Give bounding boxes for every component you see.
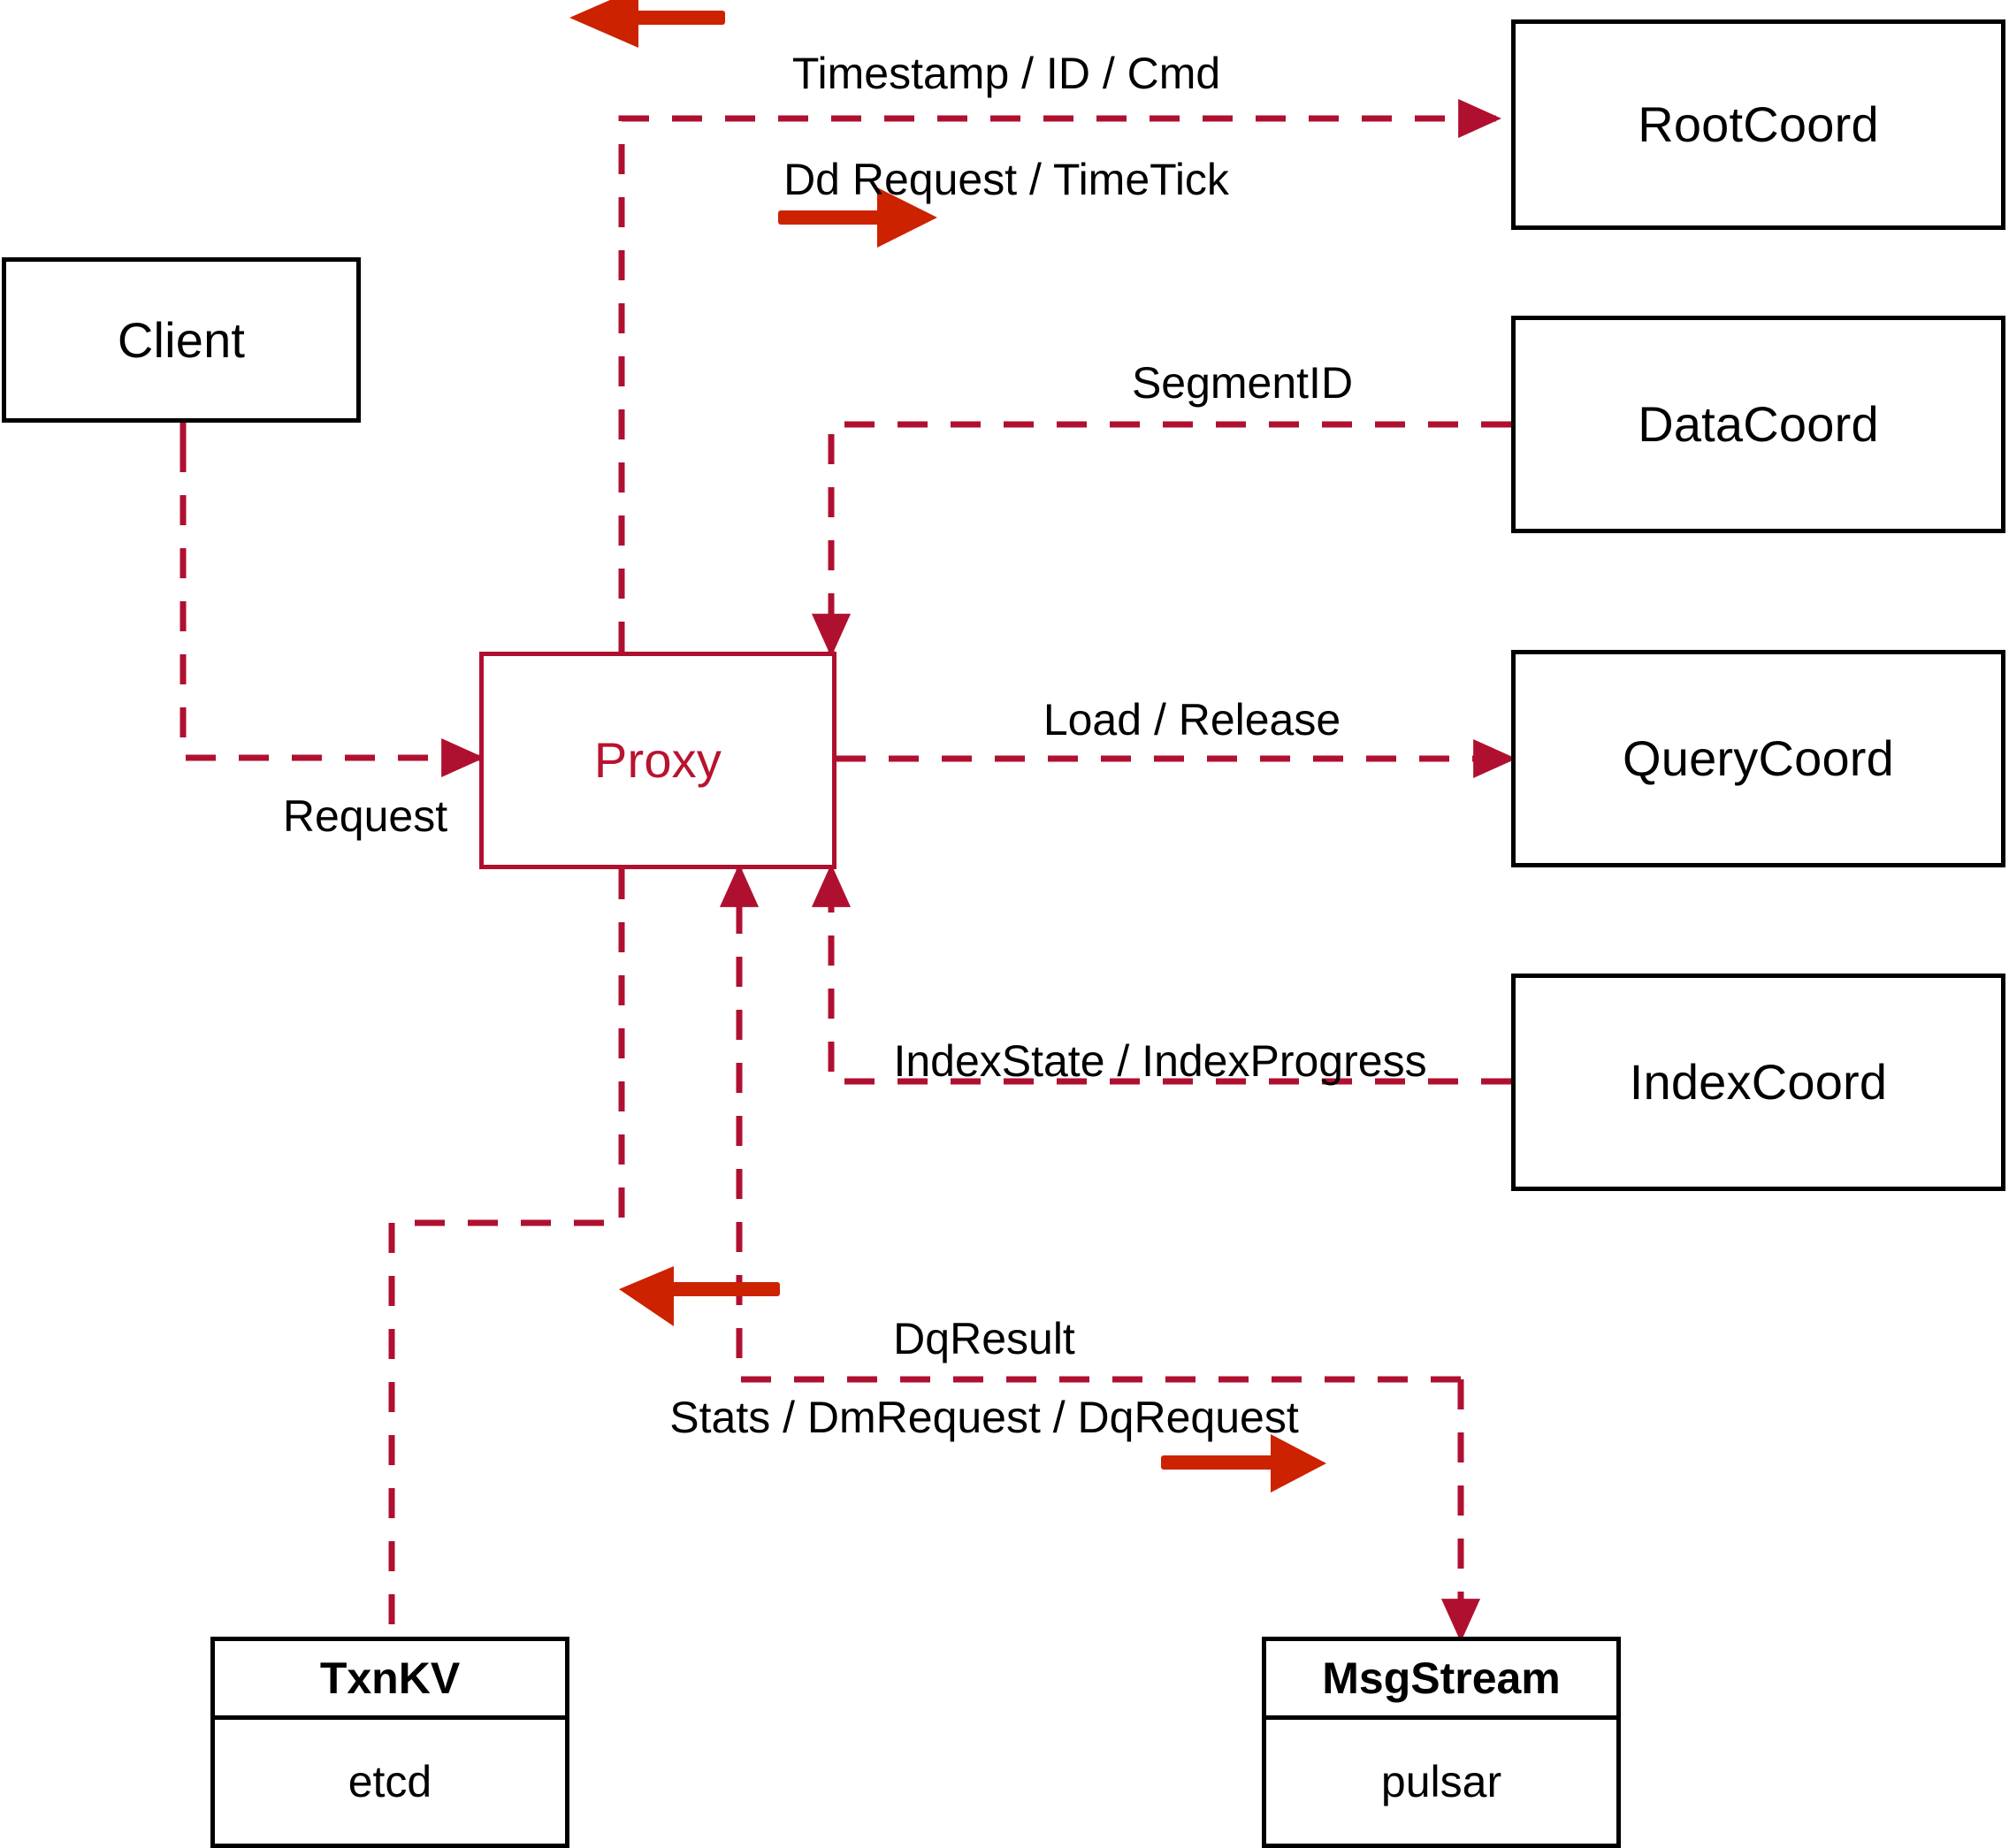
node-querycoord-label: QueryCoord	[1622, 730, 1895, 787]
node-client-label: Client	[117, 311, 246, 368]
node-querycoord[interactable]: QueryCoord	[1511, 650, 2005, 867]
edge-label-load-release: Load / Release	[1043, 695, 1341, 745]
edge-label-segment-id: SegmentID	[1131, 358, 1354, 408]
node-datacoord[interactable]: DataCoord	[1511, 316, 2005, 533]
node-txnkv[interactable]: TxnKV etcd	[210, 1637, 569, 1848]
node-txnkv-impl-label: etcd	[348, 1757, 432, 1806]
node-msgstream-title: MsgStream	[1266, 1641, 1616, 1720]
edge-client-to-proxy	[180, 442, 485, 778]
node-client[interactable]: Client	[2, 257, 361, 423]
node-msgstream-impl-label: pulsar	[1380, 1757, 1502, 1806]
direction-arrow-timestamp-left	[569, 0, 725, 48]
edge-label-timestamp-id-cmd: Timestamp / ID / Cmd	[791, 49, 1221, 98]
edge-label-stats-dm-dq-request: Stats / DmRequest / DqRequest	[669, 1393, 1299, 1442]
node-msgstream-impl: pulsar	[1266, 1720, 1616, 1844]
node-proxy-label: Proxy	[593, 732, 722, 789]
node-msgstream-title-label: MsgStream	[1322, 1653, 1561, 1703]
direction-arrow-stats-right	[1161, 1434, 1326, 1493]
edge-label-dd-request-timetick: Dd Request / TimeTick	[783, 155, 1229, 204]
node-rootcoord[interactable]: RootCoord	[1511, 19, 2005, 230]
node-indexcoord[interactable]: IndexCoord	[1511, 974, 2005, 1191]
edge-proxy-to-txnkv	[388, 869, 625, 1637]
node-txnkv-title-label: TxnKV	[319, 1653, 461, 1703]
edge-label-request: Request	[282, 791, 448, 841]
edge-proxy-msgstream-return	[719, 863, 1461, 1383]
node-datacoord-label: DataCoord	[1638, 396, 1879, 453]
node-txnkv-title: TxnKV	[215, 1641, 565, 1720]
node-rootcoord-label: RootCoord	[1638, 96, 1879, 153]
node-proxy[interactable]: Proxy	[479, 652, 836, 869]
edge-label-index-state-progress: IndexState / IndexProgress	[893, 1036, 1427, 1086]
node-txnkv-impl: etcd	[215, 1720, 565, 1844]
node-indexcoord-label: IndexCoord	[1629, 1054, 1888, 1111]
node-msgstream[interactable]: MsgStream pulsar	[1262, 1637, 1621, 1848]
edge-label-dq-result: DqResult	[893, 1314, 1075, 1363]
direction-arrow-dqresult-left	[619, 1266, 780, 1326]
edge-datacoord-to-proxy	[811, 421, 1511, 658]
